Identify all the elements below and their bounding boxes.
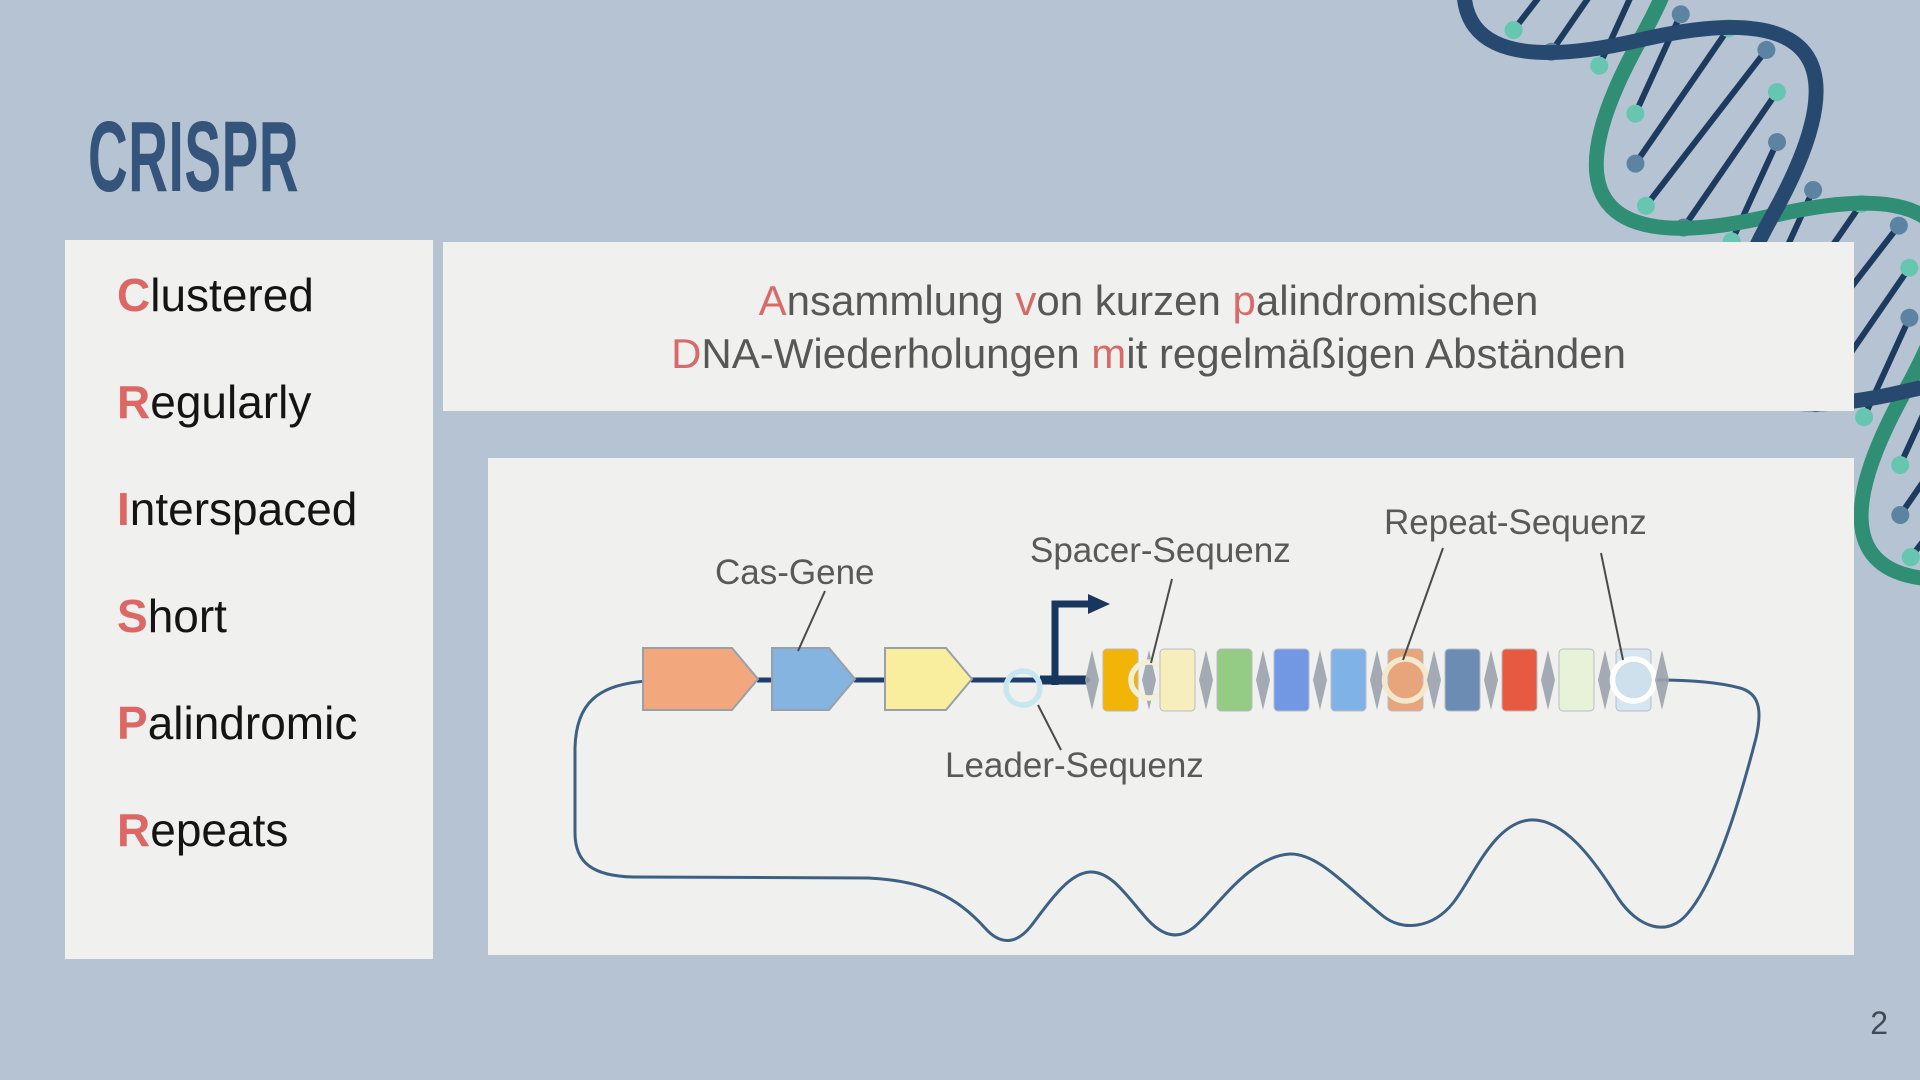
base-dot: [1757, 40, 1776, 59]
repeat-diamond: [1313, 650, 1327, 710]
spacer-block: [1501, 648, 1538, 712]
base-dot: [1900, 258, 1919, 277]
acronym-item-repeats: Repeats: [117, 777, 433, 884]
acronym-initial: I: [117, 483, 130, 535]
page-number: 2: [1870, 1005, 1888, 1041]
definition-line: Ansammlung von kurzen palindromischen: [758, 276, 1539, 324]
acronym-rest: nterspaced: [129, 483, 358, 535]
base-dot: [1542, 42, 1561, 61]
acronym-item-short: Short: [117, 563, 433, 670]
base-pair-rung: [1632, 13, 1684, 115]
base-dot: [1626, 104, 1645, 123]
base-dot: [1674, 218, 1693, 237]
base-pair-rung: [1643, 48, 1769, 208]
highlight-circle: [1381, 656, 1430, 704]
leader-sequence-label: Leader-Sequenz: [945, 746, 1204, 785]
spacer-sequence-label: Spacer-Sequenz: [1030, 531, 1291, 570]
base-dot: [1719, 19, 1738, 38]
acronym-rest: lustered: [150, 269, 314, 321]
base-pair-rung: [1548, 0, 1647, 54]
repeat-diamond: [1370, 650, 1384, 710]
repeat-diamond: [1085, 650, 1099, 710]
spacer-block: [1558, 648, 1595, 712]
spacer-label-line: [1150, 578, 1173, 664]
base-dot: [1767, 83, 1786, 102]
acronym-item-interspaced: Interspaced: [117, 456, 433, 563]
transcription-arrowhead: [1088, 594, 1110, 614]
base-pair-rung: [1681, 90, 1780, 230]
plasmid-loop-line: [573, 678, 1761, 942]
base-dot: [1636, 196, 1655, 215]
repeat-diamond: [1655, 650, 1669, 710]
page-title: CRISPR: [88, 101, 300, 213]
spacer-block: [1216, 648, 1253, 712]
acronym-rest: epeats: [150, 804, 289, 856]
cas-gene-label: Cas-Gene: [715, 553, 875, 592]
acronym-initial: R: [117, 376, 151, 428]
acronym-panel: Clustered Regularly Interspaced Short Pa…: [65, 240, 433, 959]
base-dot: [1490, 0, 1515, 1]
leader-sequence-ring: [1003, 668, 1043, 708]
spacer-block: [1102, 648, 1139, 712]
base-pair-rung: [1908, 399, 1920, 560]
base-dot: [1901, 548, 1920, 567]
definition-line: DNA-Wiederholungen mit regelmäßigen Abst…: [671, 329, 1626, 377]
cas-label-line: [797, 590, 826, 652]
repeat-diamond: [1484, 650, 1498, 710]
acronym-rest: egularly: [150, 376, 312, 428]
repeat-diamond: [1541, 650, 1555, 710]
base-dot: [1671, 5, 1690, 24]
transcription-arrow: [1051, 600, 1088, 685]
leader-label-line: [1037, 704, 1062, 751]
acronym-rest: hort: [147, 590, 227, 642]
base-dot: [1852, 194, 1871, 213]
base-dot: [1889, 216, 1908, 235]
base-dot: [1804, 181, 1823, 200]
spacer-block: [1159, 648, 1196, 712]
base-dot: [1626, 154, 1645, 173]
base-pair-rung: [1596, 0, 1648, 67]
acronym-initial: P: [117, 697, 148, 749]
base-pair-rung: [1897, 364, 1920, 467]
acronym-initial: S: [117, 590, 148, 642]
repeat-label-line-2: [1600, 552, 1624, 661]
base-dot: [1900, 308, 1919, 327]
spacer-block: [1444, 648, 1481, 712]
acronym-initial: C: [117, 269, 151, 321]
base-dot: [1891, 506, 1910, 525]
base-pair-rung: [1633, 26, 1732, 166]
base-dot: [1768, 133, 1787, 152]
repeat-diamond: [1256, 650, 1270, 710]
acronym-item-palindromic: Palindromic: [117, 670, 433, 777]
base-dot: [1891, 456, 1910, 475]
acronym-rest: alindromic: [147, 697, 358, 749]
repeat-diamond: [1427, 650, 1441, 710]
cas-gene-yellow: [884, 647, 974, 711]
base-dot: [1504, 21, 1523, 40]
base-pair-rung: [1511, 0, 1637, 32]
base-pair-rung: [1728, 140, 1780, 243]
crispr-locus-diagram: Cas-Gene Spacer-Sequenz Repeat-Sequenz L…: [488, 458, 1854, 955]
base-dot: [1590, 56, 1609, 75]
repeat-diamond: [1142, 650, 1156, 710]
spacer-block: [1330, 648, 1367, 712]
base-dot: [1855, 408, 1874, 427]
acronym-item-regularly: Regularly: [117, 349, 433, 456]
repeat-sequence-label: Repeat-Sequenz: [1384, 503, 1647, 542]
acronym-initial: R: [117, 804, 151, 856]
acronym-item-clustered: Clustered: [117, 242, 433, 349]
cas-gene-orange: [642, 647, 760, 711]
repeat-diamond: [1199, 650, 1213, 710]
spacer-block: [1387, 648, 1424, 712]
cas-gene-blue: [771, 647, 857, 711]
spacer-block: [1273, 648, 1310, 712]
base-pair-rung: [1897, 377, 1920, 517]
repeat-label-line-1: [1402, 547, 1444, 661]
